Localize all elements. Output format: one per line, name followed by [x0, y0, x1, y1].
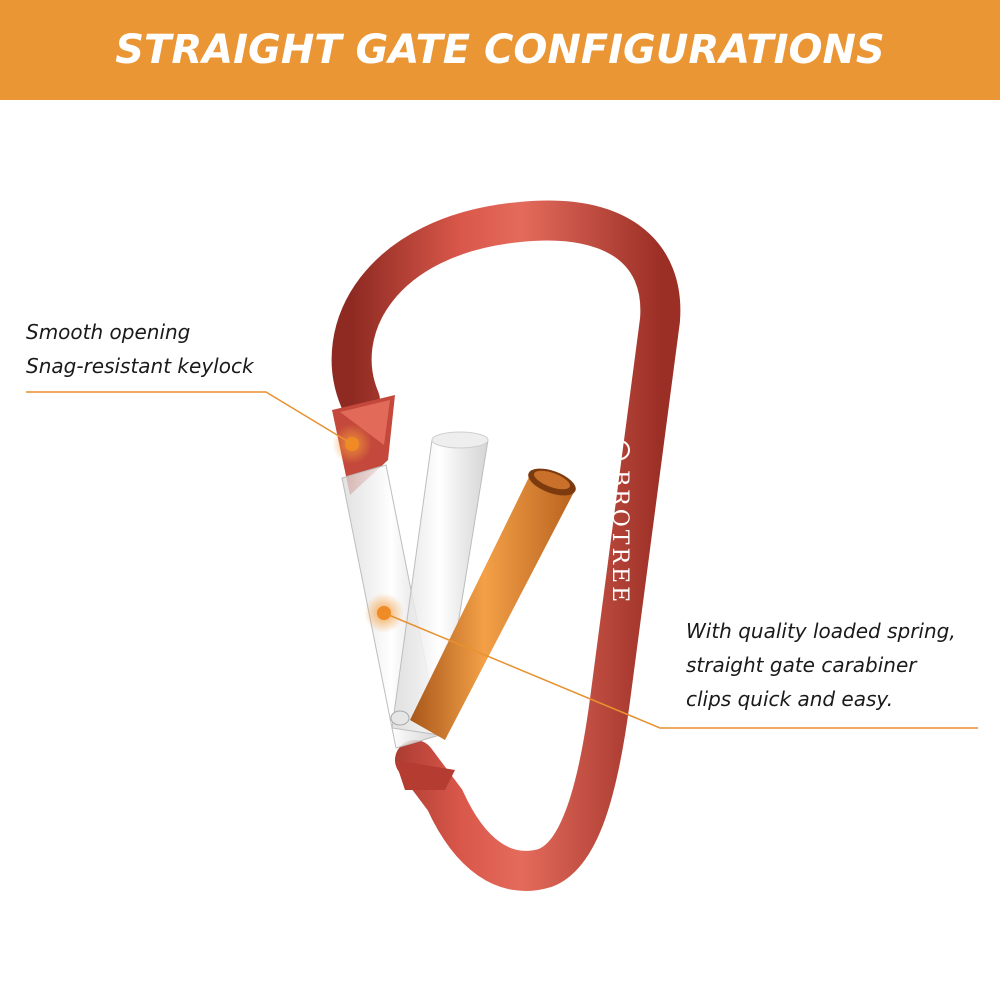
- callout-spring: With quality loaded spring, straight gat…: [686, 614, 956, 716]
- title-banner: STRAIGHT GATE CONFIGURATIONS: [0, 0, 1000, 100]
- callout-keylock-line: Smooth opening: [26, 320, 191, 344]
- callout-line-left: [26, 391, 353, 445]
- callout-line-right: [383, 612, 978, 729]
- gate-hinge: [395, 760, 455, 790]
- callout-spring-line: straight gate carabiner: [686, 653, 917, 677]
- callout-keylock: Smooth opening Snag-resistant keylock: [26, 315, 254, 383]
- banner-title: STRAIGHT GATE CONFIGURATIONS: [115, 27, 885, 73]
- brand-logo-icon: [610, 440, 630, 460]
- callout-spring-line: clips quick and easy.: [686, 687, 894, 711]
- carabiner-frame: [331, 200, 681, 891]
- brand-mark: BROTREE: [607, 440, 632, 605]
- callout-keylock-line: Snag-resistant keylock: [26, 354, 254, 378]
- gate-open: [410, 475, 575, 740]
- callout-spring-line: With quality loaded spring,: [686, 619, 956, 643]
- brand-text: BROTREE: [607, 470, 632, 605]
